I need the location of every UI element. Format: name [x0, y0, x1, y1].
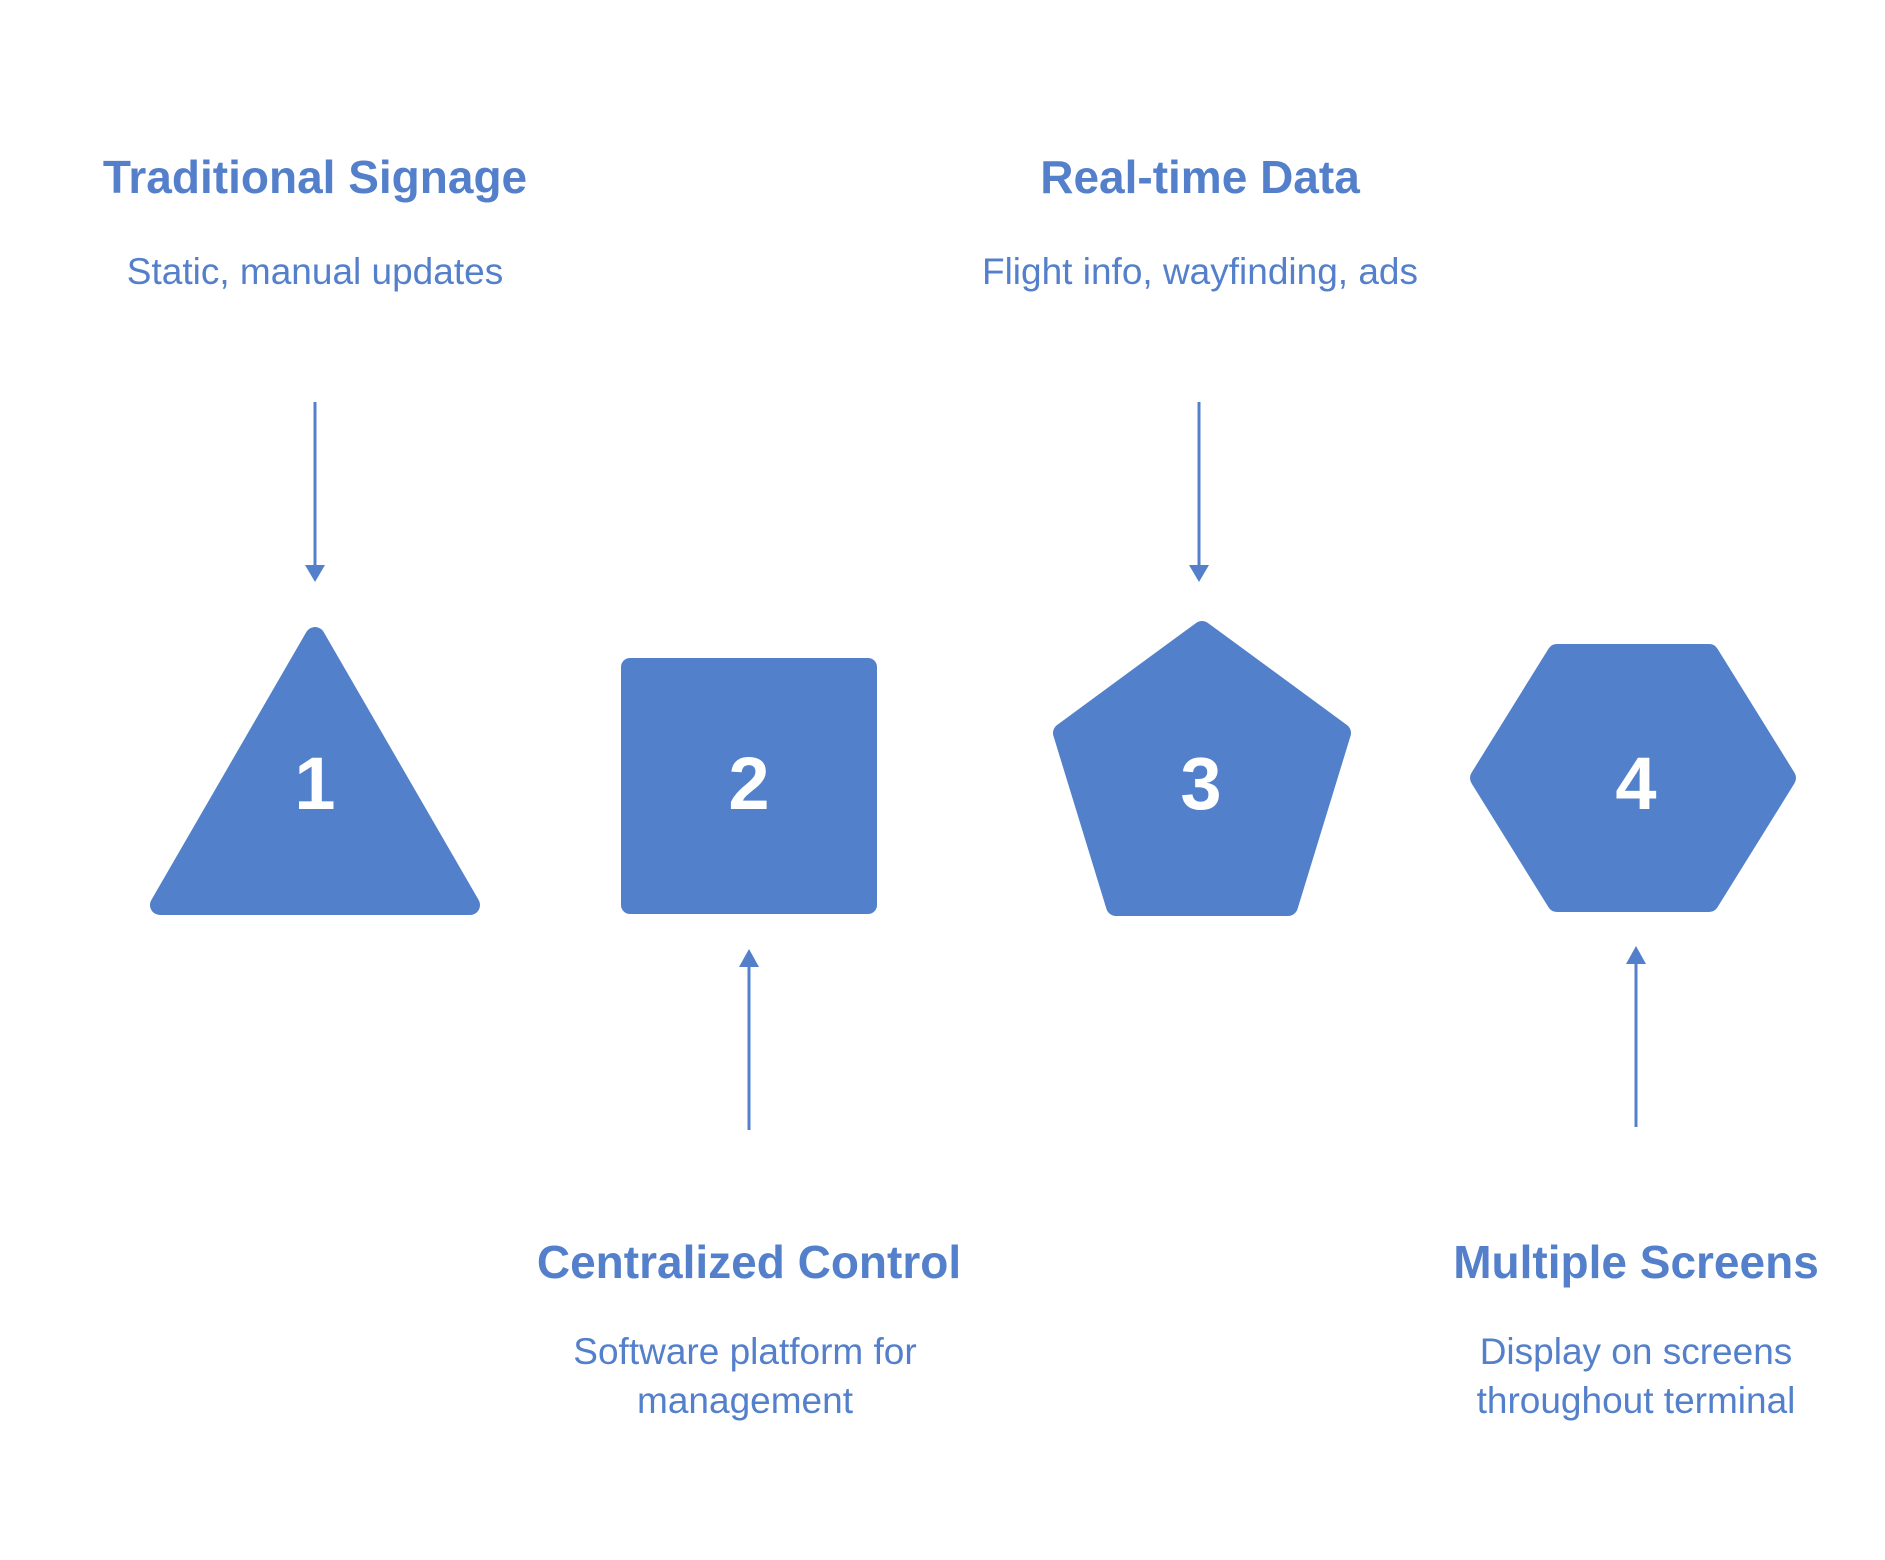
step-3-number: 3 — [1180, 742, 1221, 825]
pentagon-shape — [1053, 621, 1351, 916]
step-2: 2 Centralized Control Software platform … — [537, 658, 961, 1421]
step-1-title: Traditional Signage — [103, 151, 527, 203]
step-4-description-line-1: Display on screens — [1480, 1331, 1793, 1372]
step-2-number: 2 — [728, 742, 769, 825]
step-4-title: Multiple Screens — [1453, 1236, 1819, 1288]
step-2-description-line-1: Software platform for — [573, 1331, 916, 1372]
hexagon-shape — [1470, 644, 1796, 912]
triangle-shape — [150, 627, 480, 915]
step-3-arrow-head — [1189, 565, 1209, 582]
step-1-description-line-1: Static, manual updates — [127, 251, 503, 292]
step-3-title: Real-time Data — [1040, 151, 1360, 203]
step-4-arrow-head — [1626, 946, 1646, 964]
step-4-description-line-2: throughout terminal — [1477, 1380, 1796, 1421]
step-4: 4 Multiple Screens Display on screens th… — [1453, 644, 1819, 1421]
step-2-arrow-head — [739, 949, 759, 967]
step-3-description-line-1: Flight info, wayfinding, ads — [982, 251, 1418, 292]
step-2-title: Centralized Control — [537, 1236, 961, 1288]
step-3: Real-time Data Flight info, wayfinding, … — [982, 151, 1418, 916]
step-4-number: 4 — [1615, 742, 1656, 825]
step-2-description-line-2: management — [637, 1380, 854, 1421]
step-1: Traditional Signage Static, manual updat… — [103, 151, 527, 915]
step-1-number: 1 — [294, 742, 335, 825]
step-1-arrow-head — [305, 565, 325, 582]
square-shape — [621, 658, 877, 914]
